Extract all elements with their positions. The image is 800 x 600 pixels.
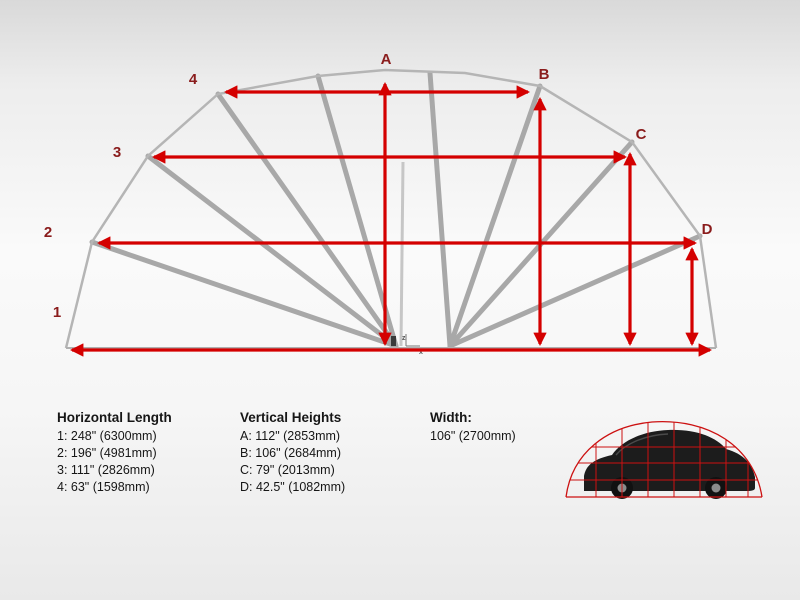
legend-width: Width: 106" (2700mm) <box>430 410 516 445</box>
legend-item: A: 112" (2853mm) <box>240 429 341 443</box>
legend-horizontal-lengths: Horizontal Length 1: 248" (6300mm) 2: 19… <box>57 410 172 496</box>
car-cover-illustration <box>565 420 763 499</box>
legend-item: 3: 111" (2826mm) <box>57 463 155 477</box>
point-label-1: 1 <box>53 304 61 321</box>
point-label-4: 4 <box>189 71 198 88</box>
legend-vertical-title: Vertical Heights <box>240 410 342 425</box>
point-labels: 1 2 3 4 A B C D <box>44 51 713 321</box>
frame-struts <box>89 70 703 349</box>
legend-item: D: 42.5" (1082mm) <box>240 480 346 494</box>
legend-width-title: Width: <box>430 410 472 425</box>
point-label-2: 2 <box>44 224 52 241</box>
car-silhouette <box>584 429 755 499</box>
legend-item: C: 79" (2013mm) <box>240 463 335 477</box>
legend-vertical-heights: Vertical Heights A: 112" (2853mm) B: 106… <box>240 410 345 496</box>
legend-item: 1: 248" (6300mm) <box>57 429 157 443</box>
legend-horizontal-title: Horizontal Length <box>57 410 172 425</box>
point-label-d: D <box>702 221 713 238</box>
legend-item: 4: 63" (1598mm) <box>57 480 150 494</box>
point-label-a: A <box>381 51 392 68</box>
point-label-b: B <box>539 66 550 83</box>
legend-item: 2: 196" (4981mm) <box>57 446 157 460</box>
legend-width-value: 106" (2700mm) <box>430 429 516 443</box>
dimension-arrows <box>69 81 713 357</box>
axis-z-label: z <box>402 335 406 342</box>
legend-item: B: 106" (2684mm) <box>240 446 342 460</box>
shelter-dimension-diagram: z x 1 2 3 4 A B C D <box>44 51 718 357</box>
center-pole <box>399 161 405 347</box>
point-label-3: 3 <box>113 144 121 161</box>
axis-gizmo: z x <box>391 334 423 356</box>
cover-outline <box>64 68 718 349</box>
point-label-c: C <box>636 126 647 143</box>
